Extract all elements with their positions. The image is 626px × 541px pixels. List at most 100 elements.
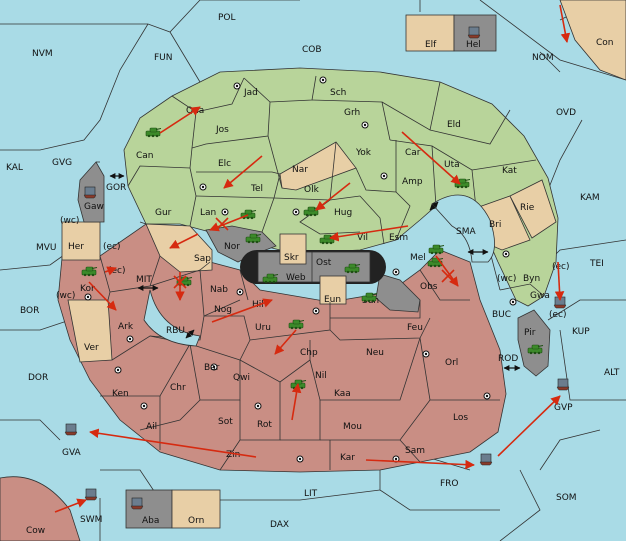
province-orl-label: Orl [445, 358, 458, 368]
sea-mvu: MVU [36, 243, 57, 253]
province-elf[interactable] [405, 14, 455, 52]
province-pir[interactable] [517, 309, 551, 377]
province-sot-label: Sot [218, 417, 233, 427]
province-rie[interactable] [509, 179, 557, 239]
province-nar-label: Nar [292, 165, 308, 175]
province-jos-label: Jos [215, 125, 229, 135]
province-gwa-label: Gwa [530, 291, 550, 301]
supply-centers [84, 76, 517, 463]
province-amp-label: Amp [402, 177, 423, 187]
sea-buc: BUC [492, 310, 511, 320]
sea-bor: BOR [20, 306, 39, 316]
province-neu-label: Neu [366, 348, 384, 358]
province-qwi-label: Qwi [233, 373, 250, 383]
green-borders [96, 75, 545, 297]
sea-dor: DOR [28, 373, 48, 383]
sea-gva: GVA [62, 448, 82, 458]
province-pir-label: Pir [524, 328, 536, 338]
sea-kup: KUP [572, 327, 590, 337]
sea-rod: ROD [498, 354, 518, 364]
province-mel-label: Mel [410, 253, 426, 263]
province-skr[interactable] [279, 233, 307, 265]
fleet-aba[interactable] [130, 497, 144, 510]
sea-rbu: RBU [166, 326, 185, 336]
province-her[interactable] [61, 221, 101, 261]
province-gaw-label: Gaw [84, 202, 104, 212]
province-sap-label: Sap [194, 254, 211, 264]
fleet-fro[interactable] [479, 453, 493, 466]
sea-kam: KAM [580, 193, 600, 203]
fleet-hel[interactable] [467, 26, 481, 39]
red-borders [99, 255, 500, 471]
sea-fro: FRO [440, 479, 459, 489]
province-con[interactable] [559, 0, 626, 81]
province-con-label: Con [596, 38, 614, 48]
province-cow-label: Cow [26, 526, 45, 536]
province-byn-label: Byn [523, 274, 540, 284]
province-chp-label: Chp [300, 348, 318, 358]
province-ost-label: Ost [316, 258, 332, 268]
province-grh-label: Grh [344, 108, 360, 118]
sea-tei: TEI [589, 259, 604, 269]
fleet-swm[interactable] [84, 488, 98, 501]
province-los-label: Los [453, 413, 468, 423]
province-vil-label: Vil [357, 233, 368, 243]
province-sam-label: Sam [405, 446, 425, 456]
province-rie-label: Rie [520, 203, 535, 213]
province-aba-label: Aba [142, 516, 159, 526]
sea-nvm: NVM [32, 49, 53, 59]
sea-swm: SWM [80, 515, 102, 525]
failed-moves [173, 217, 455, 289]
province-ail-label: Ail [146, 422, 157, 432]
province-eld-label: Eld [447, 120, 461, 130]
province-kaa-label: Kaa [334, 389, 351, 399]
fleet-gvp[interactable] [556, 378, 570, 391]
province-skr-label: Skr [284, 253, 299, 263]
strait-arrows [109, 173, 521, 371]
coast-tei-ec: (ec) [552, 262, 570, 272]
province-orn[interactable] [171, 489, 221, 529]
province-tel-label: Tel [250, 184, 263, 194]
sea-lit: LIT [304, 489, 318, 499]
province-ver-label: Ver [84, 343, 99, 353]
province-mou-label: Mou [343, 422, 362, 432]
sma-gulf [431, 194, 495, 263]
sea-som: SOM [556, 493, 577, 503]
sea-cob: COB [302, 45, 322, 55]
province-uta-label: Uta [444, 160, 460, 170]
sea-alt: ALT [604, 368, 620, 378]
fleet-gva[interactable] [64, 423, 78, 436]
province-hug-label: Hug [334, 208, 352, 218]
province-gur-label: Gur [155, 208, 172, 218]
sea-kal: KAL [6, 163, 23, 173]
sea-fun: FUN [154, 53, 173, 63]
province-bar-label: Bar [204, 363, 220, 373]
coast-gwa-wc: (wc) [497, 274, 516, 284]
province-orn-label: Orn [188, 516, 204, 526]
province-bri-label: Bri [489, 220, 501, 230]
province-eun[interactable] [319, 275, 347, 305]
province-obs-label: Obs [420, 282, 438, 292]
province-uru-label: Uru [255, 323, 271, 333]
province-kor-label: Kor [80, 284, 95, 294]
sea-ovd: OVD [556, 108, 576, 118]
sea-nom: NOM [532, 53, 554, 63]
sea-dax: DAX [270, 520, 289, 530]
fleet-gaw[interactable] [83, 186, 97, 199]
province-elf-label: Elf [425, 40, 437, 50]
sea-gvg: GVG [52, 158, 72, 168]
province-nil-label: Nil [315, 371, 327, 381]
province-cow[interactable] [0, 476, 81, 541]
sea-pol: POL [218, 13, 236, 23]
province-esm-label: Esm [389, 233, 408, 243]
province-jad-label: Jad [243, 88, 258, 98]
province-her-label: Her [68, 242, 84, 252]
province-web-label: Web [286, 273, 306, 283]
province-ark-label: Ark [118, 322, 134, 332]
province-can-label: Can [136, 151, 154, 161]
province-nor-label: Nor [224, 242, 240, 252]
rbu-gulf [143, 289, 201, 347]
province-kar-label: Kar [340, 453, 355, 463]
province-chr-label: Chr [170, 383, 186, 393]
